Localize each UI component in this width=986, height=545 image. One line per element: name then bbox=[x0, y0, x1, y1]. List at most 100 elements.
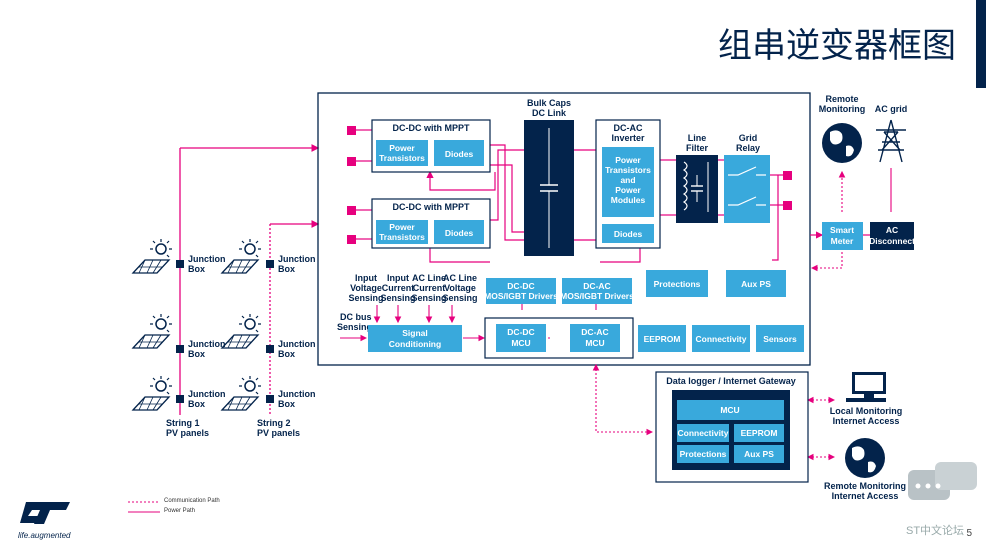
svg-text:Sensing: Sensing bbox=[411, 293, 446, 303]
svg-text:Transistors: Transistors bbox=[605, 165, 651, 175]
svg-text:Voltage: Voltage bbox=[350, 283, 382, 293]
svg-text:Junction: Junction bbox=[278, 254, 316, 264]
svg-text:Connectivity: Connectivity bbox=[695, 334, 746, 344]
ac-disconnect: AC Disconnect bbox=[869, 222, 915, 250]
pv-panels bbox=[131, 239, 261, 411]
svg-text:Box: Box bbox=[278, 349, 295, 359]
pv-panel-icon bbox=[131, 314, 172, 349]
svg-text:DC bus: DC bus bbox=[340, 312, 372, 322]
svg-text:Sensing: Sensing bbox=[348, 293, 383, 303]
page-number: 5 bbox=[966, 528, 972, 539]
svg-text:Box: Box bbox=[188, 264, 205, 274]
page-title: 组串逆变器框图 bbox=[718, 26, 956, 66]
svg-text:Junction: Junction bbox=[278, 339, 316, 349]
st-logo: life.augmented bbox=[18, 500, 78, 540]
svg-text:Internet Access: Internet Access bbox=[833, 416, 900, 426]
svg-text:DC-AC: DC-AC bbox=[614, 123, 643, 133]
smart-meter: Smart Meter bbox=[822, 222, 863, 250]
svg-text:Sensing: Sensing bbox=[337, 322, 372, 332]
svg-text:Box: Box bbox=[278, 264, 295, 274]
string1-label: String 1 bbox=[166, 418, 200, 428]
svg-text:Line: Line bbox=[688, 133, 707, 143]
svg-text:Input: Input bbox=[387, 273, 409, 283]
svg-text:AC Line: AC Line bbox=[443, 273, 477, 283]
dcac-drivers: DC-AC MOS/IGBT Drivers bbox=[560, 278, 634, 304]
svg-text:EEPROM: EEPROM bbox=[741, 428, 778, 438]
svg-text:Protections: Protections bbox=[680, 449, 727, 459]
pv-panel-icon bbox=[220, 314, 261, 349]
string2-sublabel: PV panels bbox=[257, 428, 300, 438]
svg-text:Junction: Junction bbox=[188, 254, 226, 264]
svg-text:DC-DC: DC-DC bbox=[507, 327, 534, 337]
signal-conditioning: Signal Conditioning bbox=[368, 325, 462, 352]
dcdc-mcu: DC-DC MCU bbox=[496, 324, 546, 352]
chat-bubble-icon bbox=[908, 462, 977, 500]
pv-panel-icon bbox=[220, 376, 261, 411]
svg-text:Sensing: Sensing bbox=[380, 293, 415, 303]
remote-monitoring-internet-globe-icon: Remote Monitoring Internet Access bbox=[824, 438, 906, 501]
svg-text:Power: Power bbox=[615, 155, 641, 165]
svg-text:DC-DC with MPPT: DC-DC with MPPT bbox=[393, 202, 470, 212]
dcdc-drivers: DC-DC MOS/IGBT Drivers bbox=[484, 278, 558, 304]
svg-text:Remote: Remote bbox=[825, 94, 858, 104]
svg-text:Conditioning: Conditioning bbox=[389, 339, 441, 349]
svg-text:Aux PS: Aux PS bbox=[744, 449, 774, 459]
svg-text:Transistors: Transistors bbox=[379, 232, 425, 242]
svg-text:Junction: Junction bbox=[188, 389, 226, 399]
svg-text:Connectivity: Connectivity bbox=[677, 428, 728, 438]
svg-text:Protections: Protections bbox=[654, 279, 701, 289]
pv-panel-icon bbox=[131, 376, 172, 411]
svg-text:Diodes: Diodes bbox=[445, 228, 474, 238]
svg-text:Grid: Grid bbox=[739, 133, 758, 143]
st-logo-icon bbox=[20, 502, 70, 524]
string-wiring bbox=[176, 144, 320, 415]
dcdc-mppt-1: DC-DC with MPPT Power Transistors Diodes bbox=[371, 119, 491, 173]
svg-text:MOS/IGBT Drivers: MOS/IGBT Drivers bbox=[484, 291, 558, 301]
string2-label: String 2 bbox=[257, 418, 291, 428]
connectivity-block: Connectivity bbox=[692, 325, 750, 352]
svg-text:Current: Current bbox=[413, 283, 446, 293]
svg-text:Signal: Signal bbox=[402, 328, 428, 338]
svg-text:Relay: Relay bbox=[736, 143, 760, 153]
svg-text:Bulk Caps: Bulk Caps bbox=[527, 98, 571, 108]
svg-text:Power: Power bbox=[615, 185, 641, 195]
svg-text:Monitoring: Monitoring bbox=[819, 104, 866, 114]
eeprom-block: EEPROM bbox=[638, 325, 686, 352]
sensing-labels: Input Voltage Sensing Input Current Sens… bbox=[337, 273, 478, 332]
legend-comm-label: Communication Path bbox=[164, 498, 220, 504]
logo-tagline: life.augmented bbox=[18, 531, 71, 540]
svg-text:Sensors: Sensors bbox=[763, 334, 797, 344]
power-terminals bbox=[347, 126, 792, 244]
svg-text:Meter: Meter bbox=[831, 236, 854, 246]
svg-text:Transistors: Transistors bbox=[379, 153, 425, 163]
svg-text:AC: AC bbox=[886, 225, 898, 235]
svg-text:Box: Box bbox=[188, 399, 205, 409]
svg-text:Current: Current bbox=[382, 283, 415, 293]
legend-power-label: Power Path bbox=[164, 508, 196, 514]
pv-panel-icon bbox=[220, 239, 261, 274]
svg-text:Remote Monitoring: Remote Monitoring bbox=[824, 481, 906, 491]
svg-text:and: and bbox=[620, 175, 635, 185]
svg-text:Junction: Junction bbox=[278, 389, 316, 399]
protections-block: Protections bbox=[646, 270, 708, 297]
svg-text:Diodes: Diodes bbox=[445, 149, 474, 159]
svg-text:Power: Power bbox=[389, 143, 415, 153]
line-filter: Line Filter bbox=[676, 133, 718, 223]
svg-text:Disconnect: Disconnect bbox=[869, 236, 915, 246]
svg-text:Local Monitoring: Local Monitoring bbox=[830, 406, 903, 416]
svg-text:Data logger / Internet Gateway: Data logger / Internet Gateway bbox=[666, 376, 796, 386]
svg-text:Sensing: Sensing bbox=[442, 293, 477, 303]
forum-label: ST中文论坛 bbox=[906, 525, 965, 537]
svg-text:Power: Power bbox=[389, 222, 415, 232]
aux-ps-block: Aux PS bbox=[726, 270, 786, 297]
svg-text:Aux PS: Aux PS bbox=[741, 279, 771, 289]
pv-panel-icon bbox=[131, 239, 172, 274]
dcdc-mppt-2: DC-DC with MPPT Power Transistors Diodes bbox=[371, 198, 491, 249]
svg-text:MCU: MCU bbox=[720, 405, 739, 415]
bulk-caps-dc-link: Bulk Caps DC Link bbox=[524, 98, 574, 256]
svg-text:Junction: Junction bbox=[188, 339, 226, 349]
svg-text:Filter: Filter bbox=[686, 143, 709, 153]
remote-monitoring-globe-icon: Remote Monitoring bbox=[819, 94, 866, 163]
